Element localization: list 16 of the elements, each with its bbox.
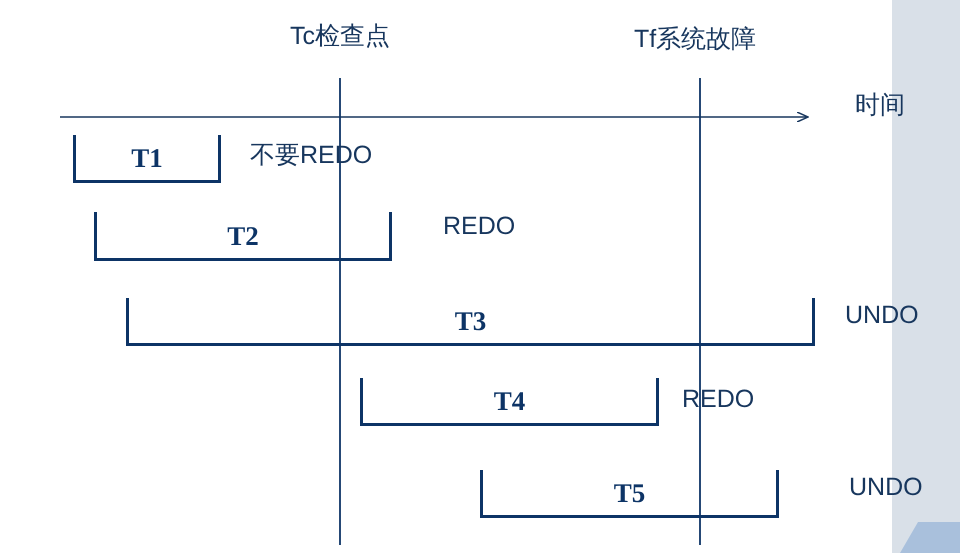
axis-label: 时间: [855, 93, 905, 118]
recovery-action-label: UNDO: [849, 475, 923, 500]
transaction-bracket: [360, 378, 659, 426]
transaction-label: T4: [494, 386, 526, 417]
transaction-label: T5: [614, 478, 646, 509]
transaction-bracket: [73, 135, 221, 183]
transaction-bracket: [94, 212, 392, 261]
transaction-label: T1: [131, 143, 163, 174]
time-point-label: Tc检查点: [290, 24, 390, 49]
recovery-action-label: REDO: [443, 214, 516, 239]
transaction-label: T3: [454, 306, 486, 337]
transaction-bracket: [126, 298, 815, 346]
transaction-label: T2: [227, 221, 259, 252]
recovery-action-label: UNDO: [845, 303, 919, 328]
time-point-label: Tf系统故障: [634, 27, 756, 52]
transaction-bracket: [480, 470, 779, 518]
